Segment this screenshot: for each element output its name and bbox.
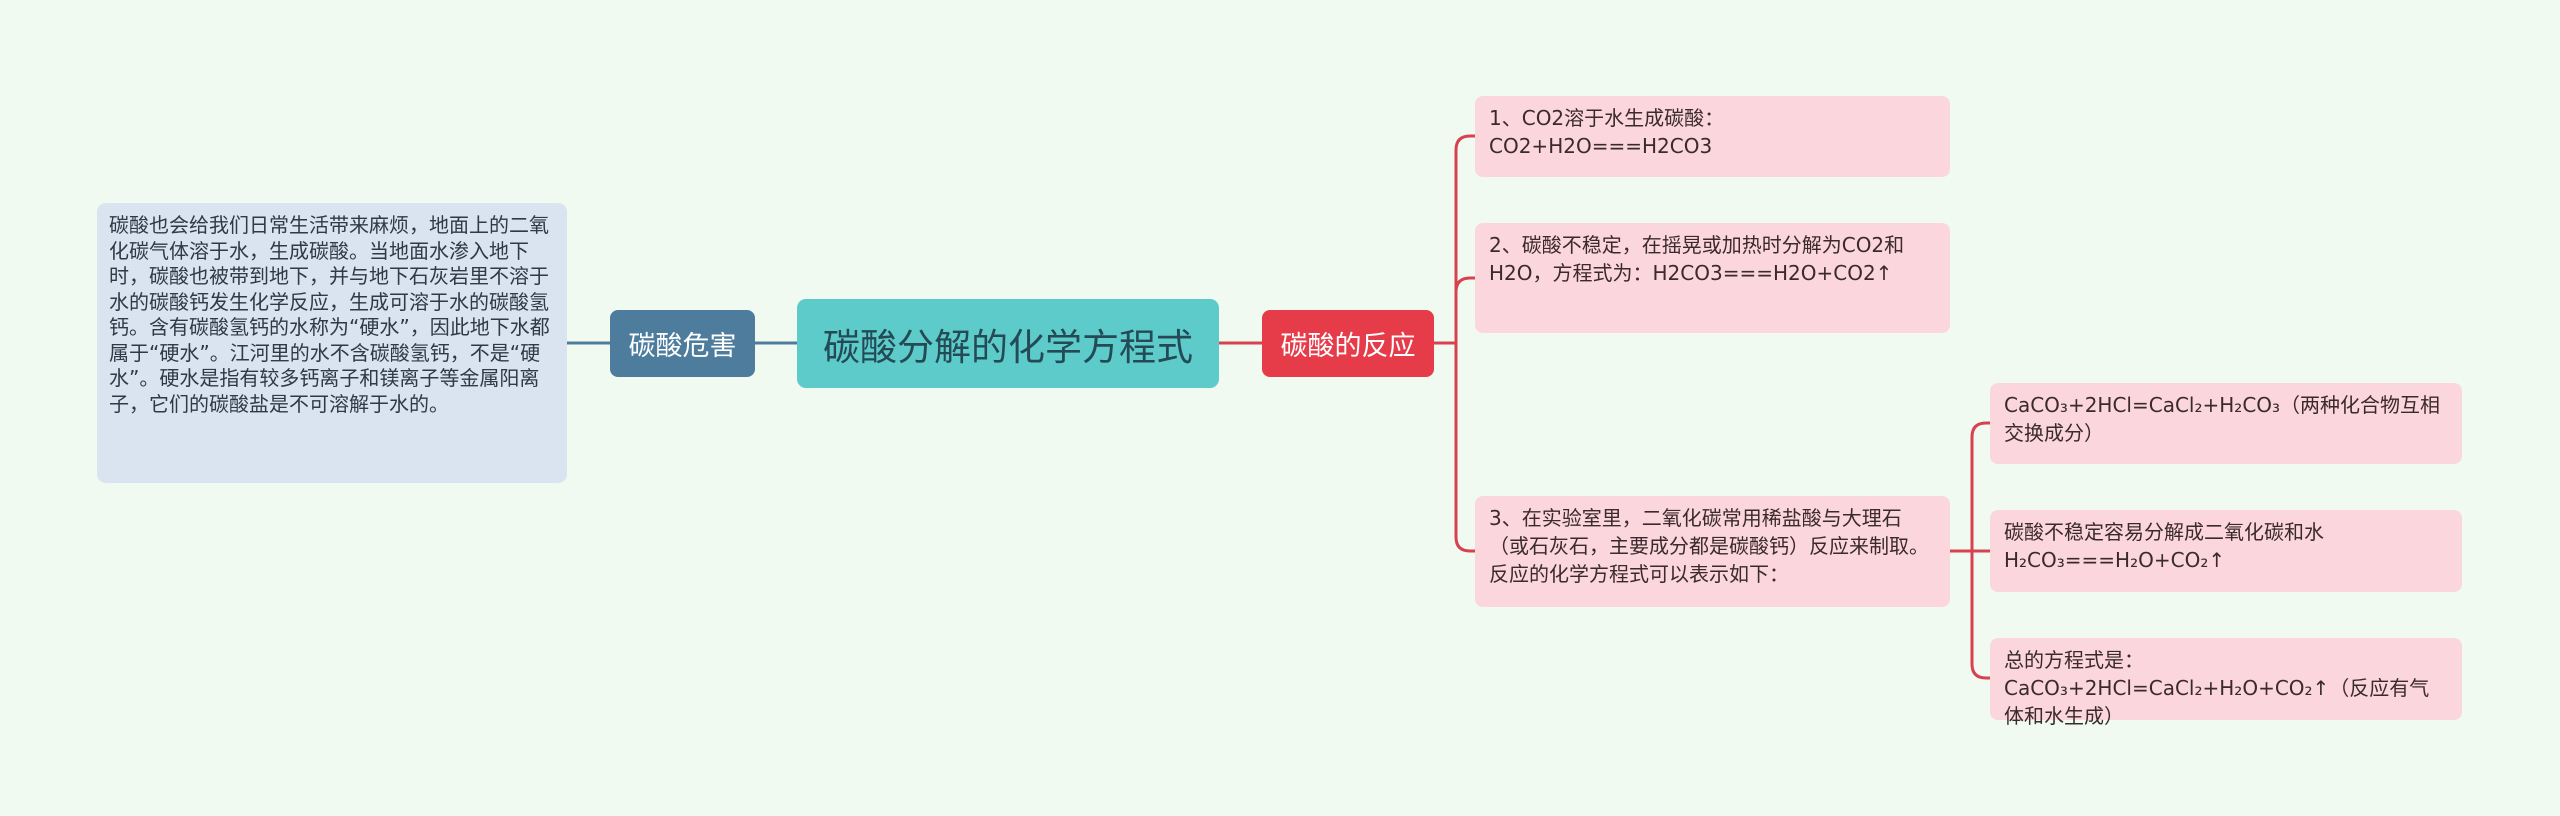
reaction-leaf-1[interactable]: 1、CO2溶于水生成碳酸：CO2+H2O===H2CO3 <box>1475 96 1950 177</box>
reaction-leaf-2[interactable]: 2、碳酸不稳定，在摇晃或加热时分解为CO2和H2O，方程式为：H2CO3===H… <box>1475 223 1950 333</box>
link-to-reaction-3 <box>1454 343 1475 553</box>
reaction-leaf-3[interactable]: 3、在实验室里，二氧化碳常用稀盐酸与大理石（或石灰石，主要成分都是碳酸钙）反应来… <box>1475 496 1950 607</box>
branch-carbonic-acid-hazard[interactable]: 碳酸危害 <box>610 310 755 377</box>
sub-leaf-equation-1[interactable]: CaCO₃+2HCl=CaCl₂+H₂CO₃（两种化合物互相交换成分） <box>1990 383 2462 464</box>
link-to-sub-1 <box>1970 421 1990 551</box>
left-leaf-hazard-text[interactable]: 碳酸也会给我们日常生活带来麻烦，地面上的二氧化碳气体溶于水，生成碳酸。当地面水渗… <box>97 203 567 483</box>
link-to-reaction-2 <box>1454 276 1475 343</box>
root-topic[interactable]: 碳酸分解的化学方程式 <box>797 299 1219 388</box>
link-to-reaction-1 <box>1454 134 1475 343</box>
sub-leaf-equation-3[interactable]: 总的方程式是：CaCO₃+2HCl=CaCl₂+H₂O+CO₂↑（反应有气体和水… <box>1990 638 2462 728</box>
link-to-sub-3 <box>1970 551 1990 680</box>
sub-leaf-equation-2[interactable]: 碳酸不稳定容易分解成二氧化碳和水 H₂CO₃===H₂O+CO₂↑ <box>1990 510 2462 592</box>
branch-carbonic-acid-reactions[interactable]: 碳酸的反应 <box>1262 310 1434 377</box>
